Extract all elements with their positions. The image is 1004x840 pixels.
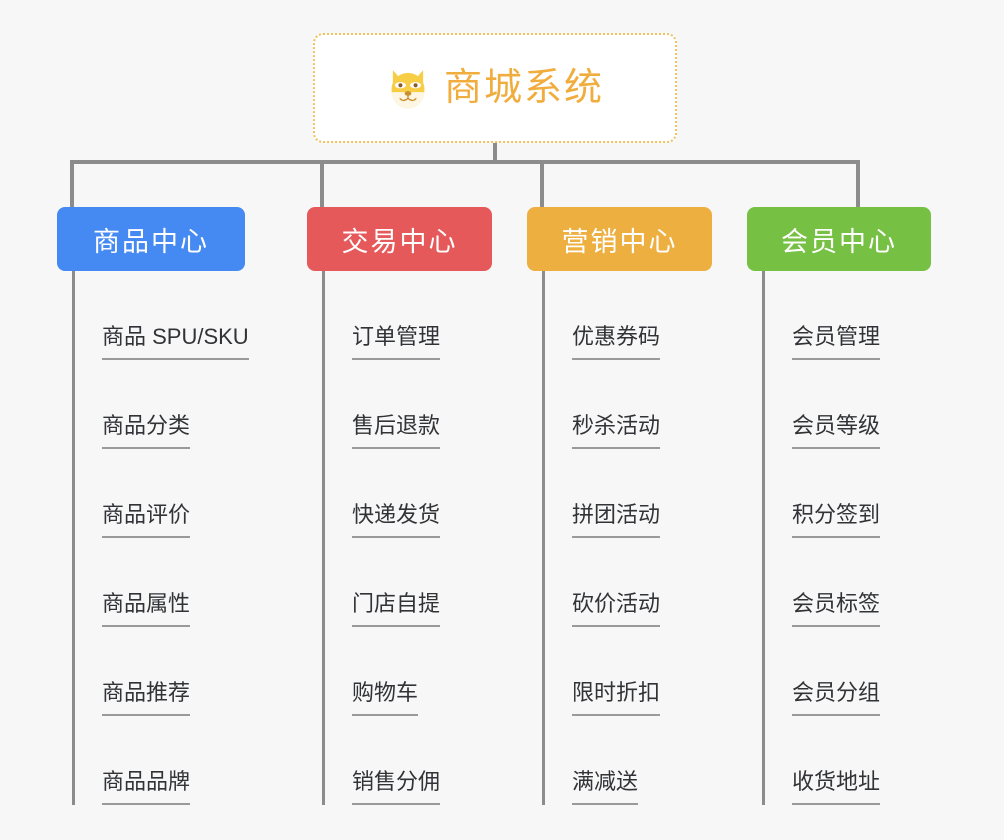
category-column-trade: 交易中心 订单管理 售后退款 快递发货 门店自提 购物车 销售分佣	[307, 207, 492, 805]
leaf-item[interactable]: 商品属性	[57, 538, 245, 627]
leaf-item[interactable]: 商品评价	[57, 449, 245, 538]
leaf-item[interactable]: 商品分类	[57, 360, 245, 449]
category-header-label: 营销中心	[561, 226, 678, 257]
leaf-item-label: 售后退款	[352, 415, 441, 449]
leaf-item-label: 满减送	[572, 771, 639, 805]
leaf-item-label: 收货地址	[792, 771, 881, 805]
leaf-item-label: 限时折扣	[572, 682, 661, 716]
connector-drop-2	[320, 160, 324, 207]
category-header-label: 会员中心	[781, 226, 897, 257]
leaf-item-label: 商品分类	[102, 415, 191, 449]
leaf-item-label: 销售分佣	[352, 771, 441, 805]
leaf-item[interactable]: 商品 SPU/SKU	[57, 271, 249, 360]
leaf-item[interactable]: 售后退款	[307, 360, 492, 449]
leaf-item[interactable]: 购物车	[307, 627, 492, 716]
trunk-line-trade	[322, 271, 325, 805]
leaf-list-marketing: 优惠券码 秒杀活动 拼团活动 砍价活动 限时折扣 满减送	[527, 271, 712, 805]
leaf-item[interactable]: 砍价活动	[527, 538, 712, 627]
leaf-item[interactable]: 会员管理	[747, 271, 931, 360]
leaf-item-label: 商品评价	[102, 504, 191, 538]
leaf-item-label: 会员分组	[792, 682, 881, 716]
leaf-item[interactable]: 会员标签	[747, 538, 931, 627]
category-column-product: 商品中心 商品 SPU/SKU 商品分类 商品评价 商品属性 商品推荐 商品品牌	[57, 207, 249, 805]
leaf-item[interactable]: 会员分组	[747, 627, 931, 716]
leaf-item-label: 门店自提	[352, 593, 441, 627]
leaf-item-label: 购物车	[352, 682, 419, 716]
leaf-item-label: 商品属性	[102, 593, 191, 627]
leaf-item[interactable]: 销售分佣	[307, 716, 492, 805]
connector-drop-3	[540, 160, 544, 207]
leaf-item-label: 订单管理	[352, 326, 441, 360]
leaf-item[interactable]: 积分签到	[747, 449, 931, 538]
connector-drop-1	[70, 160, 74, 207]
leaf-item-label: 会员管理	[792, 326, 881, 360]
leaf-list-member: 会员管理 会员等级 积分签到 会员标签 会员分组 收货地址	[747, 271, 931, 805]
category-header-trade[interactable]: 交易中心	[307, 207, 492, 271]
leaf-item[interactable]: 收货地址	[747, 716, 931, 805]
trunk-line-product	[72, 271, 75, 805]
leaf-item-label: 拼团活动	[572, 504, 661, 538]
leaf-list-product: 商品 SPU/SKU 商品分类 商品评价 商品属性 商品推荐 商品品牌	[57, 271, 249, 805]
leaf-item-label: 商品推荐	[102, 682, 191, 716]
connector-horizontal-bus	[70, 160, 860, 164]
root-title: 商城系统	[443, 67, 604, 109]
leaf-item-label: 秒杀活动	[572, 415, 661, 449]
category-column-member: 会员中心 会员管理 会员等级 积分签到 会员标签 会员分组 收货地址	[747, 207, 931, 805]
leaf-item[interactable]: 秒杀活动	[527, 360, 712, 449]
category-header-marketing[interactable]: 营销中心	[527, 207, 712, 271]
root-node[interactable]: 商城系统	[313, 33, 677, 143]
category-header-product[interactable]: 商品中心	[57, 207, 245, 271]
connector-drop-4	[856, 160, 860, 207]
category-header-member[interactable]: 会员中心	[747, 207, 931, 271]
leaf-item[interactable]: 满减送	[527, 716, 712, 805]
leaf-item-label: 砍价活动	[572, 593, 661, 627]
category-header-label: 交易中心	[341, 226, 458, 257]
leaf-item-label: 优惠券码	[572, 326, 661, 360]
leaf-item-label: 会员标签	[792, 593, 881, 627]
leaf-item-label: 商品品牌	[102, 771, 191, 805]
leaf-item[interactable]: 商品推荐	[57, 627, 245, 716]
leaf-item[interactable]: 门店自提	[307, 538, 492, 627]
leaf-item[interactable]: 快递发货	[307, 449, 492, 538]
leaf-item-label: 商品 SPU/SKU	[102, 326, 249, 360]
leaf-item-label: 积分签到	[792, 504, 881, 538]
connector-root-stem	[493, 143, 497, 163]
leaf-item[interactable]: 订单管理	[307, 271, 492, 360]
leaf-item-label: 快递发货	[352, 504, 441, 538]
leaf-list-trade: 订单管理 售后退款 快递发货 门店自提 购物车 销售分佣	[307, 271, 492, 805]
leaf-item[interactable]: 会员等级	[747, 360, 931, 449]
leaf-item-label: 会员等级	[792, 415, 881, 449]
category-column-marketing: 营销中心 优惠券码 秒杀活动 拼团活动 砍价活动 限时折扣 满减送	[527, 207, 712, 805]
leaf-item[interactable]: 优惠券码	[527, 271, 712, 360]
trunk-line-marketing	[542, 271, 545, 805]
leaf-item[interactable]: 商品品牌	[57, 716, 245, 805]
dog-face-icon	[386, 66, 430, 110]
trunk-line-member	[762, 271, 765, 805]
category-header-label: 商品中心	[93, 226, 209, 257]
leaf-item[interactable]: 限时折扣	[527, 627, 712, 716]
leaf-item[interactable]: 拼团活动	[527, 449, 712, 538]
